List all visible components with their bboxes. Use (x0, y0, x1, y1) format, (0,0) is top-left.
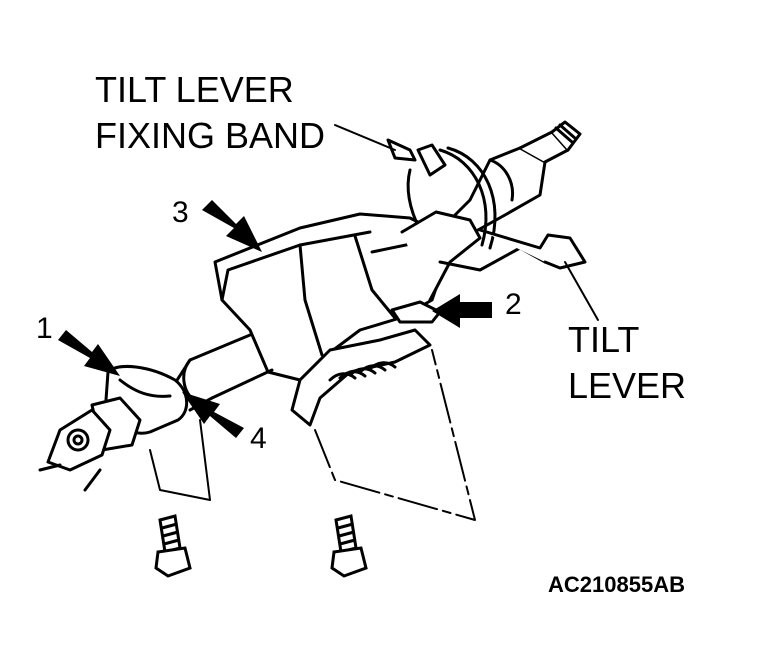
bolt-right (330, 514, 368, 578)
tilt-lever-fixing-band-label-line2: FIXING BAND (95, 115, 326, 156)
lower-universal-joint (38, 365, 189, 492)
mounting-leaders (149, 349, 476, 521)
callout-3: 3 (172, 196, 189, 229)
figure-code: AC210855AB (548, 572, 685, 597)
tilt-lever-fixing-band-label-line1: TILT LEVER (95, 69, 294, 110)
arrow-4 (182, 392, 244, 438)
fixing-band-leader (334, 124, 396, 151)
tilt-lever-label-line1: TILT (568, 319, 640, 360)
callout-1: 1 (36, 312, 53, 345)
callout-4: 4 (250, 422, 267, 455)
arrow-1 (58, 330, 120, 376)
arrow-3 (202, 200, 262, 252)
callout-2: 2 (505, 288, 522, 321)
column-housing (213, 212, 447, 382)
tilt-lever-label-line2: LEVER (568, 365, 687, 406)
tilt-lever-leader (564, 261, 599, 321)
tilt-bracket (390, 210, 587, 324)
bolt-left (154, 514, 192, 578)
arrow-2 (432, 294, 492, 328)
lower-bracket (290, 328, 432, 427)
